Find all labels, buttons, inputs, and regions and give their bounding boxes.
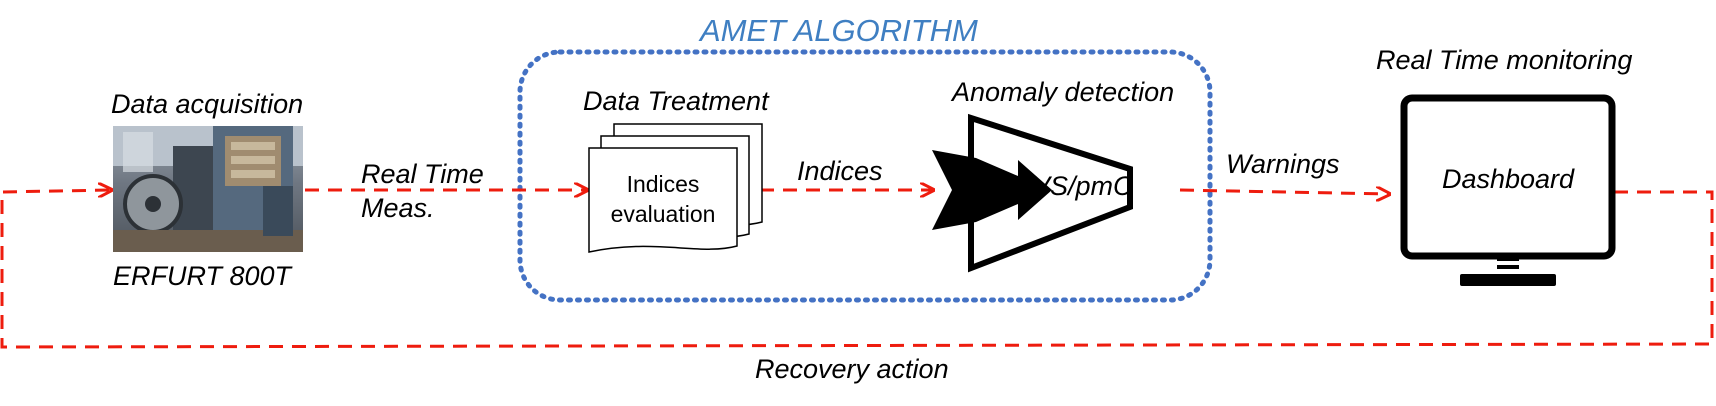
machine-name: ERFURT 800T: [113, 261, 292, 291]
detection-title: Anomaly detection: [952, 77, 1175, 107]
recovery-action-label: Recovery action: [755, 354, 949, 384]
warnings-label: Warnings: [1226, 149, 1340, 179]
warnings-arrow: [1179, 190, 1388, 194]
realtime-meas-label-line2: Meas.: [361, 193, 435, 223]
machine-photo: [113, 126, 303, 252]
document-text-line1: Indices: [626, 171, 700, 197]
model-label: VS/pmC: [1032, 171, 1133, 201]
document-text-line2: evaluation: [610, 201, 716, 227]
algorithm-title: AMET ALGORITHM: [700, 13, 978, 48]
dashboard-label: Dashboard: [1441, 164, 1575, 194]
indices-label: Indices: [797, 156, 883, 186]
monitor-icon: [1400, 94, 1616, 286]
acquisition-title: Data acquisition: [111, 89, 304, 119]
treatment-title: Data Treatment: [583, 86, 769, 116]
monitoring-title: Real Time monitoring: [1376, 45, 1633, 75]
recovery-loop-arrow: [0, 190, 1714, 349]
realtime-meas-label-line1: Real Time: [361, 159, 484, 189]
anomaly-model-icon: [932, 113, 1133, 273]
algorithm-boundary: [517, 49, 1213, 303]
document-stack-icon: [588, 123, 763, 253]
